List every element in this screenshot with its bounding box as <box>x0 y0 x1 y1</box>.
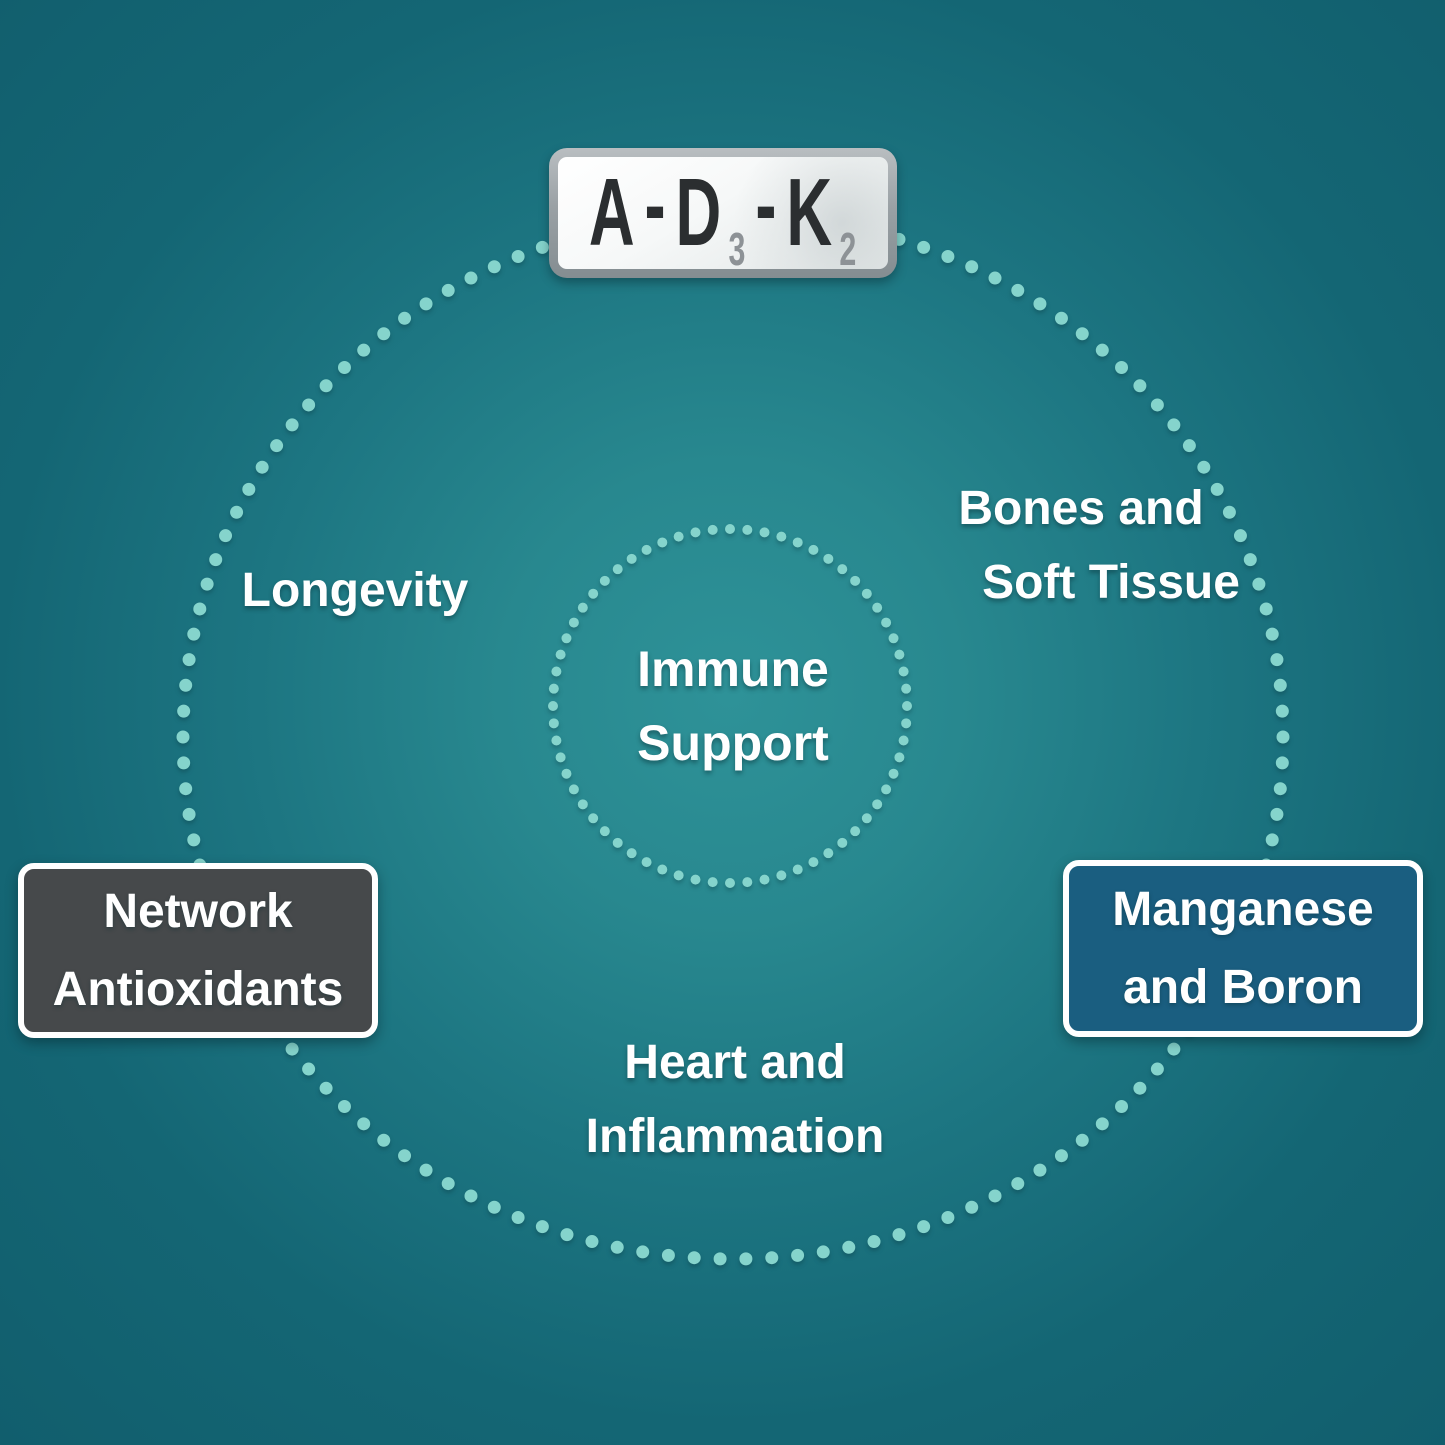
label-longevity: Longevity <box>242 554 469 628</box>
badge-separator: - <box>755 157 777 258</box>
label-heart-line1: Heart and <box>624 1036 846 1089</box>
adk-badge-face: A - D 3 - K 2 <box>558 157 888 269</box>
badge-subscript-3: 3 <box>728 223 746 269</box>
adk-vitamin-badge: A - D 3 - K 2 <box>549 148 897 278</box>
label-longevity-text: Longevity <box>241 564 469 617</box>
label-immune-support: Immune Support <box>637 632 829 780</box>
outer-dotted-circle <box>176 208 1290 1266</box>
inner-dotted-circle <box>548 524 912 888</box>
label-immune-line1: Immune <box>637 641 829 697</box>
label-bones-line1: Bones and <box>958 482 1204 535</box>
manganese-box-line1: Manganese <box>1112 882 1374 936</box>
label-immune-line2: Support <box>637 715 829 771</box>
manganese-boron-box: Manganese and Boron <box>1063 860 1423 1037</box>
badge-letter-k: K <box>786 159 833 266</box>
label-bones-line2: Soft Tissue <box>982 556 1240 609</box>
label-heart-inflammation: Heart and Inflammation <box>586 1026 885 1174</box>
badge-subscript-2: 2 <box>839 223 857 269</box>
manganese-box-line2: and Boron <box>1123 960 1363 1014</box>
network-box-line1: Network <box>103 884 293 938</box>
badge-letter-d: D <box>675 159 722 266</box>
adk-badge-text: A - D 3 - K 2 <box>589 157 856 269</box>
badge-separator: - <box>644 157 667 258</box>
label-bones-soft-tissue: Bones and Soft Tissue <box>958 472 1240 620</box>
network-box-line2: Antioxidants <box>52 962 344 1016</box>
badge-letter-a: A <box>589 159 636 266</box>
network-antioxidants-box: Network Antioxidants <box>18 863 378 1038</box>
label-heart-line2: Inflammation <box>585 1110 885 1163</box>
